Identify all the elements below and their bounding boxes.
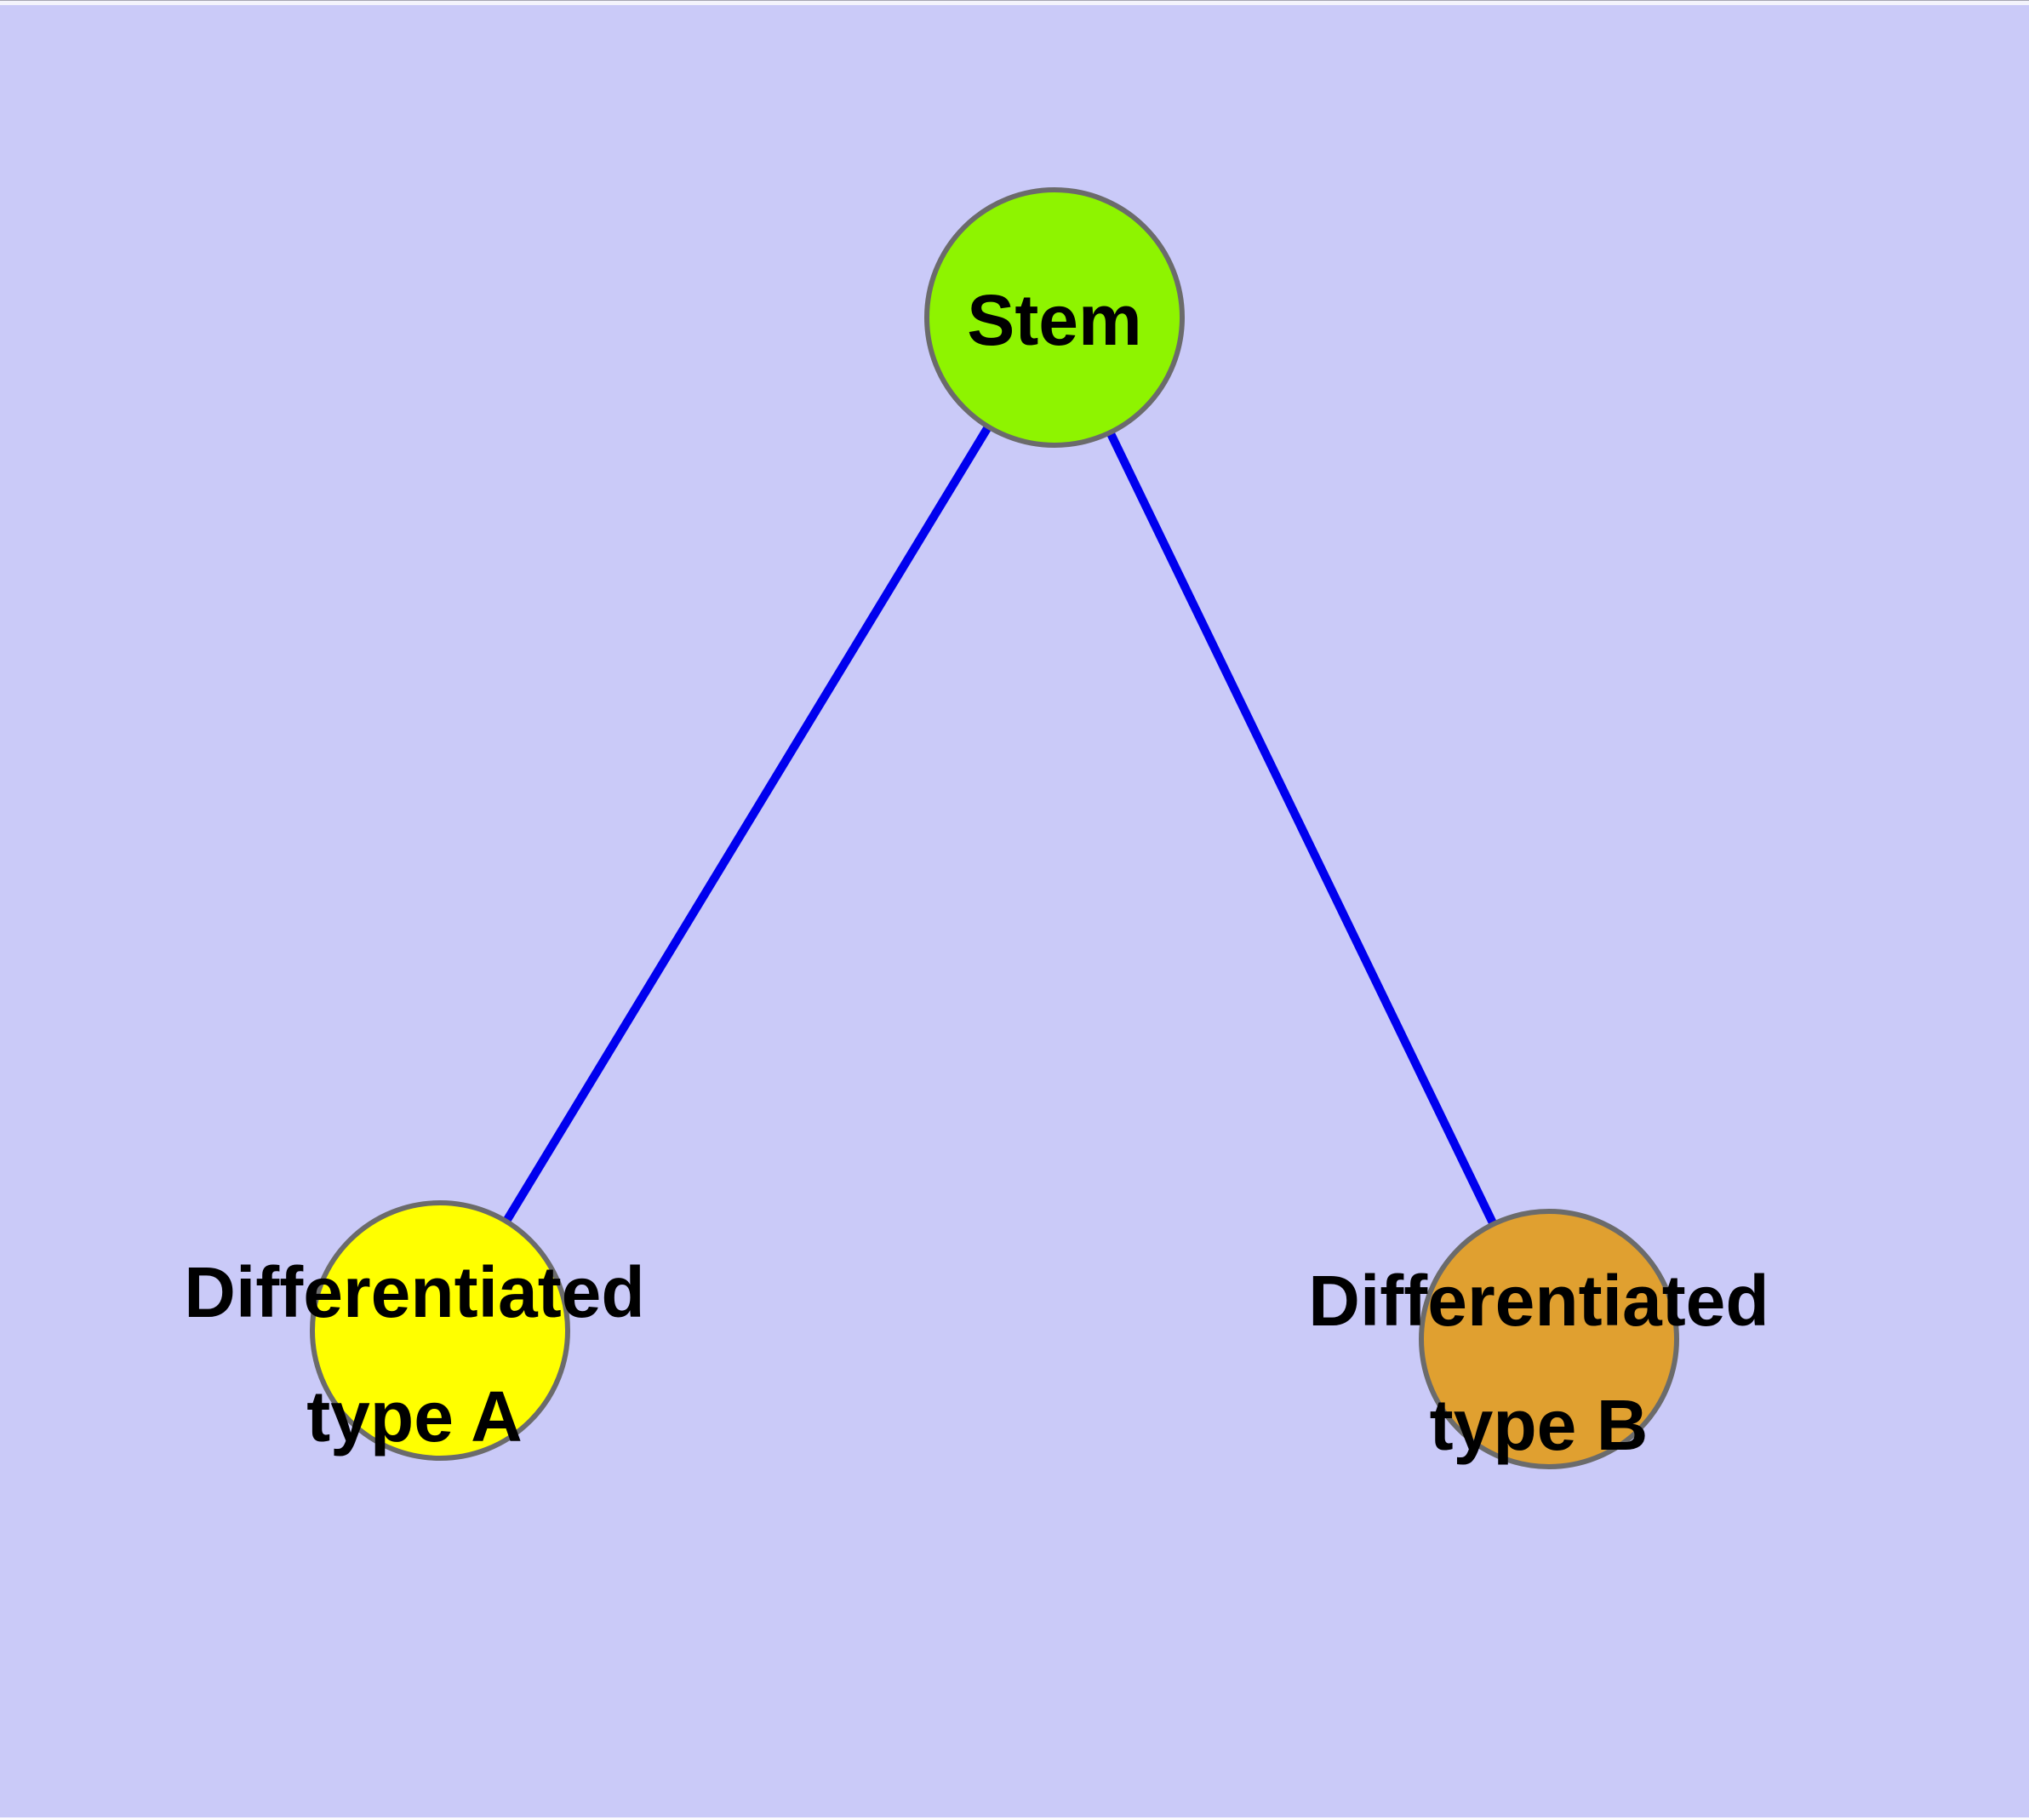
node-stem[interactable]: Stem bbox=[924, 187, 1185, 448]
edge-stem-to-differentiated-type-b bbox=[1050, 315, 1553, 1342]
node-label-stem: Stem bbox=[967, 280, 1141, 360]
window-top-edge bbox=[0, 0, 2029, 5]
node-circle-differentiated-type-b[interactable] bbox=[1419, 1209, 1679, 1469]
node-circle-stem[interactable] bbox=[924, 187, 1185, 448]
node-circle-differentiated-type-a[interactable] bbox=[310, 1200, 570, 1461]
window-bottom-edge bbox=[0, 1817, 2029, 1820]
edge-stem-to-differentiated-type-a bbox=[436, 315, 1059, 1333]
